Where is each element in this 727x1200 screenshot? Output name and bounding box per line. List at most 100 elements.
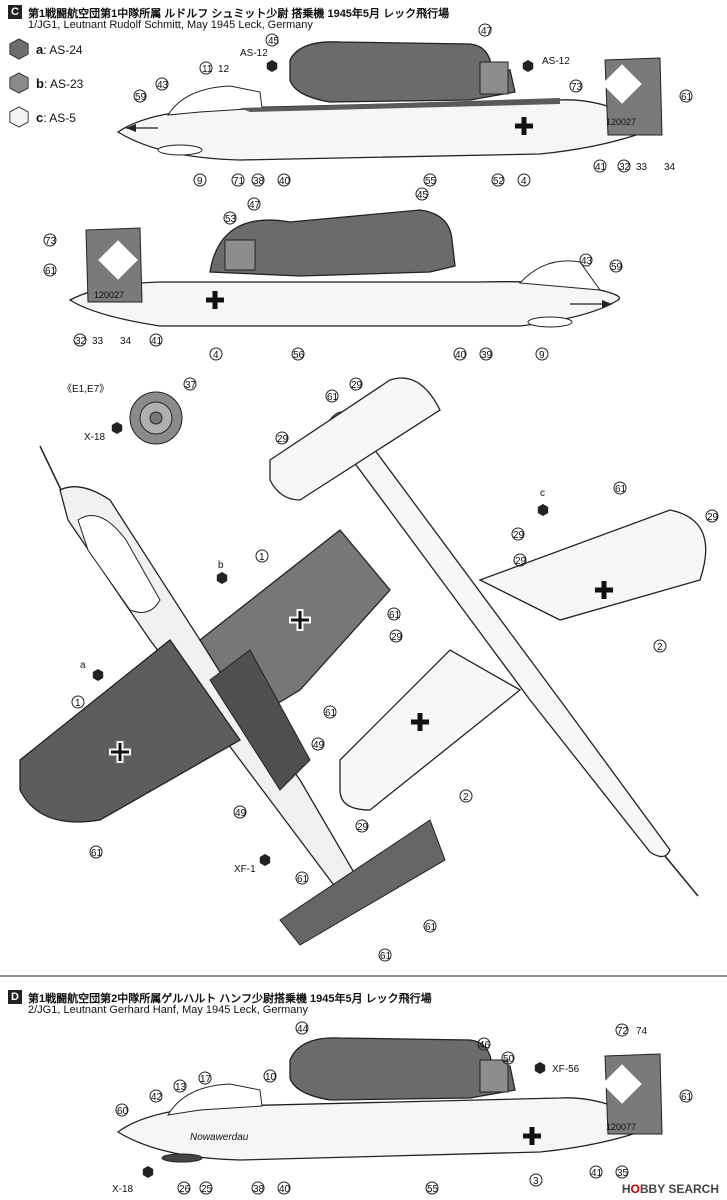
paint-letter-c: c — [540, 488, 545, 499]
wheel-label: 《E1,E7》 — [62, 383, 109, 395]
hexagon-swatch-icon — [9, 106, 29, 128]
legend-row-c: c: AS-5 — [8, 106, 76, 128]
nose-script: Nowawerdau — [190, 1132, 249, 1143]
callout: 52 — [493, 176, 505, 187]
callout: 26 — [179, 1184, 191, 1195]
paint-letter-a: a — [80, 660, 86, 671]
callout: 61 — [681, 1092, 693, 1103]
legend-label: b: AS-23 — [36, 75, 84, 91]
callout: 61 — [389, 610, 401, 621]
callout: 43 — [581, 256, 593, 267]
callout: 41 — [151, 336, 163, 347]
callout: 42 — [151, 1092, 163, 1103]
callout: 61 — [325, 708, 337, 719]
callout: 49 — [235, 808, 247, 819]
callout: 9 — [539, 350, 545, 361]
callout: 71 — [233, 176, 245, 187]
callout: 61 — [425, 922, 437, 933]
paint-xf56: XF-56 — [552, 1064, 580, 1075]
callout: 11 — [202, 64, 213, 75]
callout: 34 — [120, 336, 132, 347]
callout: 72 — [617, 1026, 629, 1037]
serial-number: 120077 — [606, 1122, 636, 1132]
svg-text:37: 37 — [185, 380, 197, 391]
callout: 29 — [513, 530, 525, 541]
callout: 61 — [91, 848, 103, 859]
callout: 1 — [259, 552, 265, 563]
callout: 44 — [297, 1024, 309, 1035]
callout: 29 — [357, 822, 369, 833]
callout: 40 — [279, 176, 291, 187]
section-d-title-en: 2/JG1, Leutnant Gerhard Hanf, May 1945 L… — [28, 1004, 309, 1016]
callout: 43 — [157, 80, 169, 91]
callout: 61 — [681, 92, 693, 103]
callout: 29 — [515, 556, 527, 567]
callout: 39 — [481, 350, 493, 361]
paint-x18: X-18 — [84, 432, 106, 443]
watermark: HOBBY SEARCH — [621, 1182, 719, 1196]
wheel-detail: 《E1,E7》 X-18 37 — [62, 377, 197, 445]
callout: 45 — [268, 36, 280, 47]
callout: 13 — [175, 1082, 187, 1093]
callout: 29 — [707, 512, 719, 523]
callout: 2 — [463, 792, 469, 803]
callout: 2 — [657, 642, 663, 653]
callout: 55 — [427, 1184, 439, 1195]
callout: 10 — [265, 1072, 277, 1083]
callout: 33 — [92, 336, 104, 347]
section-d-badge: D — [8, 990, 22, 1004]
callout: 41 — [591, 1168, 603, 1179]
hexagon-swatch-icon — [9, 72, 29, 94]
callout: 50 — [503, 1054, 515, 1065]
callout: 55 — [425, 176, 437, 187]
callout: 29 — [277, 434, 289, 445]
callout: 47 — [481, 26, 493, 37]
callout: 61 — [45, 266, 57, 277]
callout: 32 — [619, 162, 631, 173]
side-view-d: 120077 Nowawerdau XF-56 X-18 44 46 50 72… — [112, 1021, 693, 1195]
paint-x18: X-18 — [112, 1184, 134, 1195]
paint-xf1: XF-1 — [234, 864, 256, 875]
callout: 9 — [197, 176, 203, 187]
callout: 73 — [45, 236, 57, 247]
callout: 34 — [664, 162, 676, 173]
paint-as12: AS-12 — [240, 48, 268, 59]
callout: 38 — [253, 1184, 265, 1195]
callout: 59 — [611, 262, 623, 273]
callout: 47 — [249, 200, 261, 211]
callout: 32 — [75, 336, 87, 347]
callout: 4 — [213, 350, 219, 361]
callout: 12 — [218, 64, 230, 75]
legend-label: c: AS-5 — [36, 109, 76, 125]
callout: 73 — [571, 82, 583, 93]
callout: 33 — [636, 162, 648, 173]
callout: 4 — [521, 176, 527, 187]
callout: 1 — [75, 698, 81, 709]
callout: 61 — [615, 484, 627, 495]
callout: 74 — [636, 1026, 648, 1037]
callout: 17 — [200, 1074, 212, 1085]
plan-view-top: b a XF-1 1 1 61 61 49 49 61 61 61 — [19, 445, 446, 962]
callout: 53 — [225, 214, 237, 225]
plan-view-bottom: c 61 29 29 29 29 61 29 29 29 2 61 2 29 — [269, 377, 719, 897]
section-c-title-jp: 第1戦闘航空団第1中隊所属 ルドルフ シュミット少尉 搭乗機 1945年5月 レ… — [28, 8, 450, 20]
side-view-2: 120027 53 47 45 73 61 32 33 34 41 4 56 4… — [43, 187, 623, 361]
callout: 25 — [201, 1184, 213, 1195]
callout: 3 — [533, 1176, 539, 1187]
callout: 29 — [351, 380, 363, 391]
callout: 35 — [617, 1168, 629, 1179]
callout: 56 — [293, 350, 305, 361]
side-view-1: 120027 AS-12 AS-12 45 47 11 12 43 59 9 7… — [116, 23, 693, 187]
section-c-title-en: 1/JG1, Leutnant Rudolf Schmitt, May 1945… — [28, 19, 313, 31]
callout: 46 — [479, 1040, 491, 1051]
callout: 61 — [327, 392, 339, 403]
section-d-title-jp: 第1戦闘航空団第2中隊所属ゲルハルト ハンフ少尉搭乗機 1945年5月 レック飛… — [28, 993, 432, 1005]
callout: 45 — [417, 190, 429, 201]
callout: 29 — [391, 632, 403, 643]
callout: 40 — [455, 350, 467, 361]
hexagon-swatch-icon — [9, 38, 29, 60]
legend-row-b: b: AS-23 — [8, 72, 83, 94]
callout: 61 — [297, 874, 309, 885]
section-c-badge: C — [8, 5, 22, 19]
